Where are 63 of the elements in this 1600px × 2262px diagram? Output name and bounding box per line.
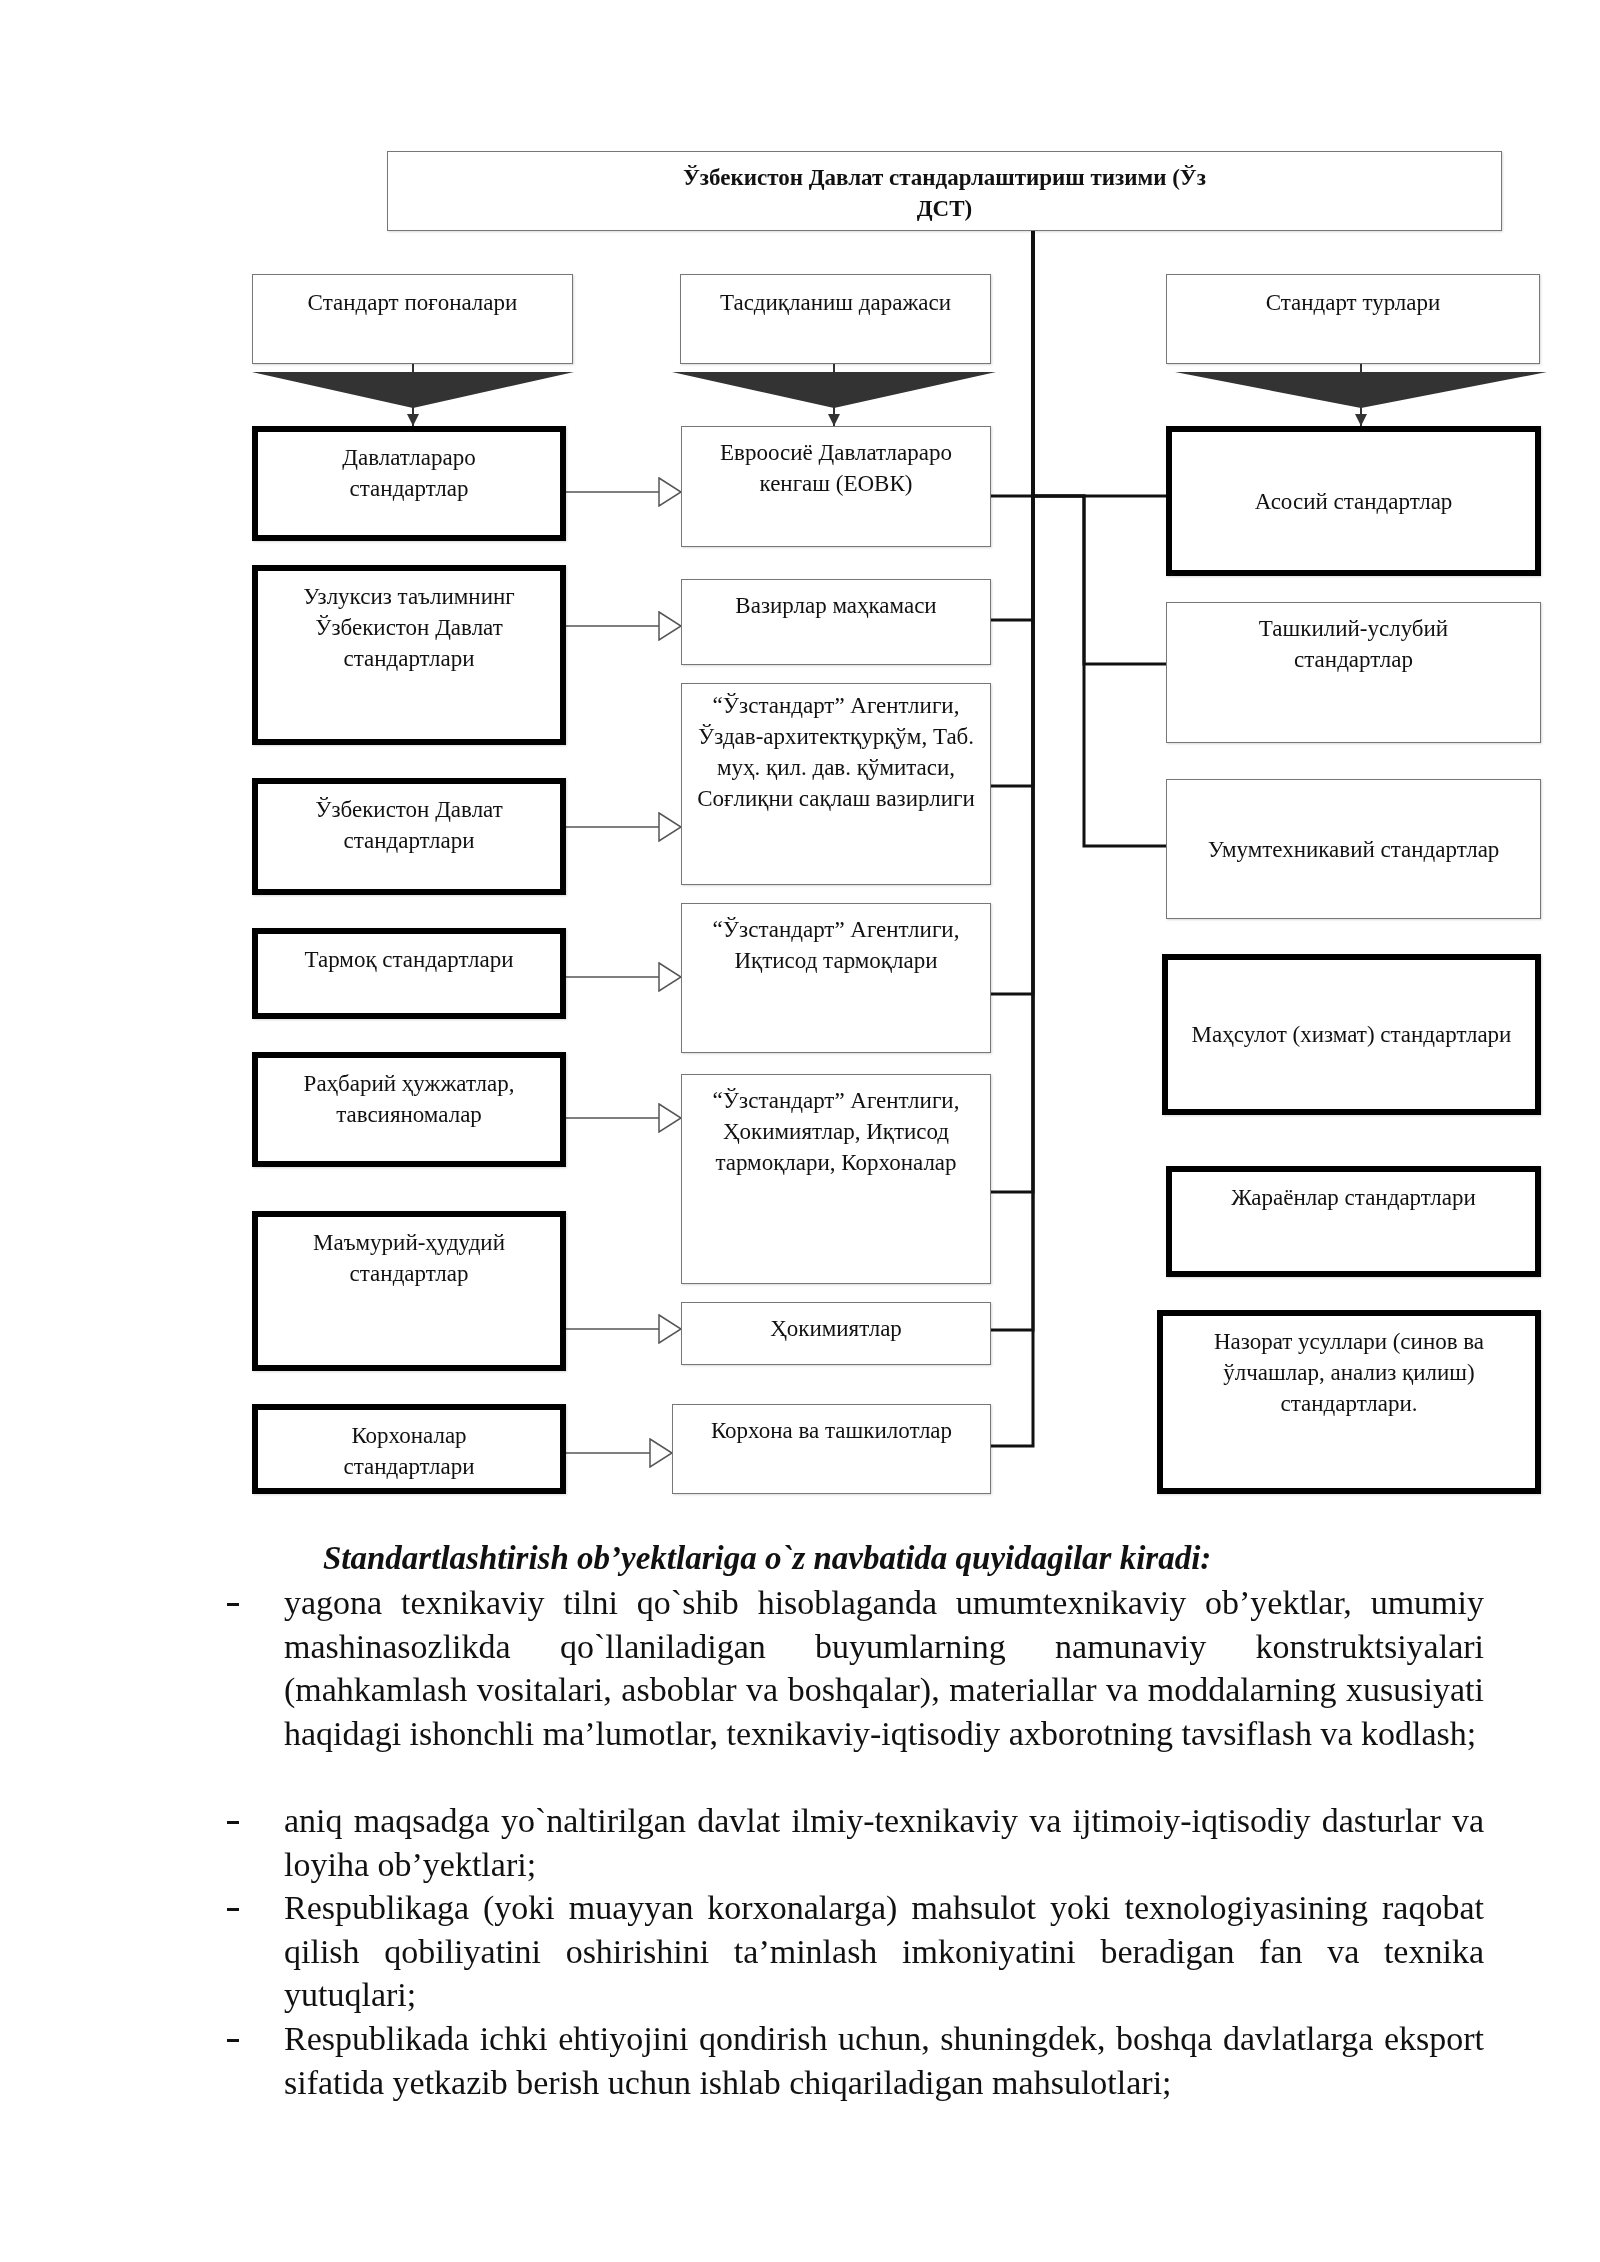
- node-text: Евроосиё Давлатлараро кенгаш (ЕОВК): [719, 439, 953, 498]
- downward-chevron: [252, 363, 574, 427]
- block-arrow: [565, 477, 682, 507]
- title-box: [387, 151, 1502, 231]
- column-header-box: [1166, 274, 1540, 364]
- node-text: “Ўзстандарт” Агентлиги, Иқтисод тармоқлари: [711, 916, 961, 975]
- level-box: [252, 426, 566, 541]
- standard-type-box: [1157, 1310, 1541, 1494]
- node-text: Корхоналар стандартлари: [342, 1422, 476, 1481]
- authority-box: [672, 1404, 991, 1494]
- authority-box: [681, 579, 991, 665]
- standard-type-box: [1166, 1166, 1541, 1277]
- node-text: Вазирлар маҳкамаси: [734, 592, 938, 620]
- level-box: [252, 778, 566, 895]
- block-arrow: [565, 1314, 682, 1344]
- node-text: Раҳбарий ҳужжатлар, тавсияномалар: [302, 1070, 516, 1129]
- column-header-box: [680, 274, 991, 364]
- section-heading: Standartlashtirish ob’yektlariga o`z navbatida quyidagilar kiradi:: [323, 1539, 1212, 1578]
- level-box: [252, 928, 566, 1019]
- level-box: [252, 565, 566, 745]
- node-text: Маъмурий-ҳудудий стандартлар: [312, 1229, 506, 1288]
- bullet-item: aniq maqsadga yo`naltirilgan davlat ilmiy-texnikaviy va ijtimoiy-iqtisodiy dasturlar va loyiha ob’yektlari;: [284, 1801, 1484, 1885]
- node-text: Давлатлараро стандартлар: [341, 444, 477, 503]
- node-text: Умумтехникавий стандартлар: [1206, 835, 1501, 864]
- downward-chevron: [1175, 363, 1547, 427]
- node-text: Назорат усуллари (синов ва ўлчашлар, анализ қилиш) стандартлари.: [1212, 1328, 1486, 1418]
- node-text: Корхона ва ташкилотлар: [709, 1417, 954, 1445]
- authority-box: [681, 1302, 991, 1365]
- node-text: Маҳсулот (хизмат) стандартлари: [1191, 1021, 1512, 1049]
- bullet-item: Respublikada ichki ehtiyojini qondirish uchun, shuningdek, boshqa davlatlarga eksport sifatida yetkazib berish uchun ishlab chiqariladigan mahsulotlari;: [284, 2019, 1484, 2103]
- block-arrow: [565, 1103, 682, 1133]
- node-text: Узлуксиз таълимнинг Ўзбекистон Давлат стандартлари: [302, 583, 516, 673]
- bullet-item: Respublikaga (yoki muayyan korxonalarga) mahsulot yoki texnologiyasining raqobat qilish qobiliyatini oshirishini ta’minlash imkoniyatini beradigan fan va texnika yutuqlari;: [284, 1888, 1484, 2015]
- standard-type-box: [1162, 954, 1541, 1115]
- authority-box: [681, 683, 991, 885]
- node-text: Тармоқ стандартлари: [303, 946, 515, 974]
- level-box: [252, 1404, 566, 1494]
- downward-chevron: [672, 363, 996, 427]
- authority-box: [681, 903, 991, 1053]
- node-text: Ўзбекистон Давлат стандартлари: [314, 796, 504, 855]
- level-box: [252, 1211, 566, 1371]
- node-text: “Ўзстандарт” Агентлиги, Ҳокимиятлар, Иқтисод тармоқлари, Корхоналар: [711, 1087, 961, 1177]
- node-text: “Ўзстандарт” Агентлиги, Ўздав-архитектқурқўм, Таб. муҳ. қил. дав. қўмитаси, Соғлиқни сақлаш вазирлиги: [696, 692, 976, 813]
- node-text: Стандарт турлари: [1264, 289, 1442, 317]
- node-text: Жараёнлар стандартлари: [1230, 1184, 1477, 1212]
- node-text: Стандарт поғоналари: [306, 289, 519, 317]
- standard-type-box: [1166, 426, 1541, 576]
- block-arrow: [565, 611, 682, 641]
- bullet-item: yagona texnikaviy tilni qo`shib hisoblaganda umumtexnikaviy ob’yektlar, umumiy mashinasozlikda qo`llaniladigan buyumlarning namunaviy konstruktsiyalari (mahkamlash vositalari, asboblar va boshqalar), materiallar va moddalarning xususiyati haqidagi ishonchli ma’lumotlar, texnikaviy-iqtisodiy axborotning tavsiflash va kodlash;: [284, 1583, 1484, 1754]
- block-arrow: [565, 1438, 673, 1468]
- node-text: Ўзбекистон Давлат стандарлаштириш тизими (Ўз ДСТ): [682, 164, 1207, 223]
- authority-box: [681, 1074, 991, 1284]
- standard-type-box: [1166, 779, 1541, 919]
- standard-type-box: [1166, 602, 1541, 743]
- column-header-box: [252, 274, 573, 364]
- level-box: [252, 1052, 566, 1167]
- block-arrow: [565, 812, 682, 842]
- node-text: Ташкилий-услубий стандартлар: [1257, 615, 1450, 674]
- authority-box: [681, 426, 991, 547]
- node-text: Тасдиқланиш даражаси: [718, 289, 953, 317]
- block-arrow: [565, 962, 682, 992]
- node-text: Ҳокимиятлар: [769, 1315, 903, 1343]
- node-text: Асосий стандартлар: [1253, 487, 1454, 516]
